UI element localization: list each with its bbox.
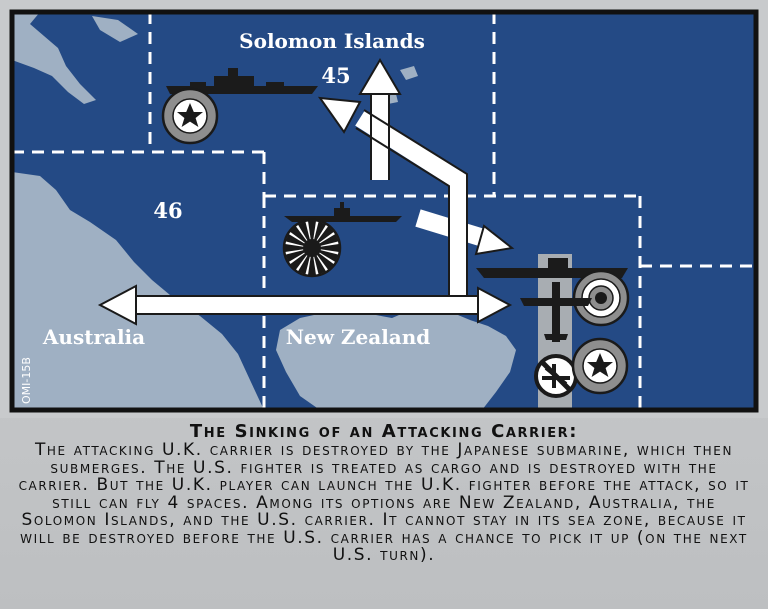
arrow-head-sub-attack xyxy=(474,224,515,256)
movement-arrows xyxy=(132,92,493,314)
uk-roundel-icon xyxy=(572,269,630,327)
us-carrier-roundel-icon xyxy=(571,337,629,395)
uk-fighter xyxy=(520,282,592,342)
label-solomon-islands: Solomon Islands xyxy=(239,29,425,53)
label-australia: Australia xyxy=(42,325,145,349)
small-island xyxy=(92,16,138,42)
rising-sun-icon xyxy=(282,218,342,278)
label-zone-46: 46 xyxy=(153,198,182,223)
arrow-head-solomon xyxy=(358,58,402,95)
map-frame xyxy=(9,9,759,413)
arrow-head-us-carrier xyxy=(477,286,513,324)
caption: The Sinking of an Attacking Carrier: The… xyxy=(8,421,760,607)
caption-body: The attacking U.K. carrier is destroyed … xyxy=(18,440,750,565)
solomon-islets xyxy=(376,66,418,104)
land-masses xyxy=(12,12,516,410)
map-code: OMI-15B xyxy=(20,357,33,404)
arrow-outlines xyxy=(132,92,490,315)
solomon-land-left xyxy=(12,12,96,104)
us-roundel-icon xyxy=(161,87,219,145)
arrow-heads xyxy=(97,58,515,326)
game-map: Solomon Islands 45 46 Australia New Zeal… xyxy=(9,9,759,413)
arrow-head-australia xyxy=(97,284,137,326)
us-fighter-destroyed-icon xyxy=(534,354,578,398)
arrow-head-zone45 xyxy=(317,96,362,134)
label-new-zealand: New Zealand xyxy=(286,325,431,349)
australia-land xyxy=(12,172,264,410)
label-zone-45: 45 xyxy=(321,63,350,88)
new-zealand-land xyxy=(276,306,516,410)
caption-title: The Sinking of an Attacking Carrier: xyxy=(189,421,579,442)
